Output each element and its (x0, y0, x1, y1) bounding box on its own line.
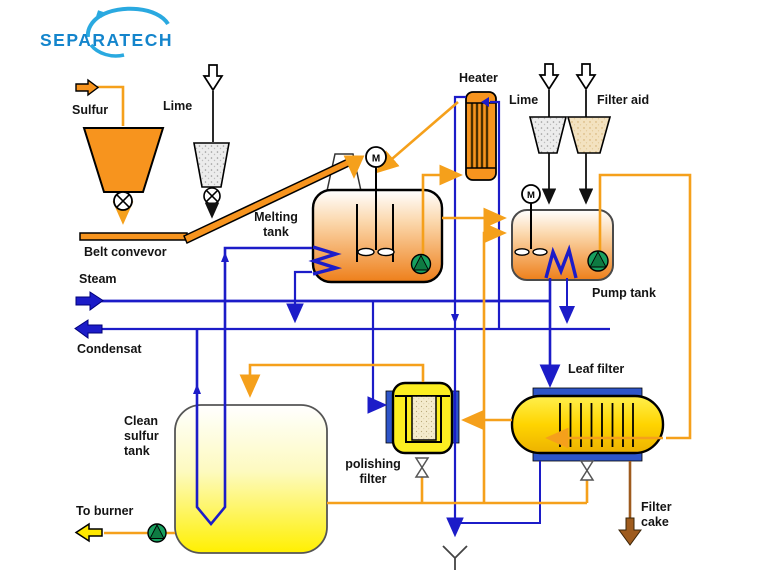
label-pump-tank: Pump tank (592, 286, 656, 300)
condensat-outlet-arrow-icon (74, 319, 103, 339)
label-polishing-filter: polishing filter (345, 457, 401, 486)
left-arrow-into-heater (481, 97, 489, 107)
label-belt-conveyor: Belt convevor (84, 245, 167, 259)
label-condensat: Condensat (77, 342, 142, 356)
pump-tank-pump-icon (587, 250, 609, 272)
heater (465, 91, 497, 181)
pump-tank-agitator: M (514, 184, 548, 256)
blue-flow-arrowheads (193, 97, 489, 394)
heater-steam-riser (490, 100, 501, 329)
label-to-burner: To burner (76, 504, 134, 518)
motor-label: M (527, 190, 535, 201)
label-steam: Steam (79, 272, 117, 286)
product-pipes (97, 85, 692, 535)
leaf-filter-drain-blue (455, 461, 541, 524)
filter-aid-feed-arrow-icon (575, 63, 597, 91)
sulfur-feed-line (97, 85, 125, 126)
to-burner-arrow-icon (74, 522, 103, 543)
polishing-drain-valve-icon (414, 457, 430, 478)
motor-icon (521, 184, 541, 204)
lime-feed-arrow-icon (538, 63, 560, 91)
label-leaf-filter: Leaf filter (568, 362, 625, 376)
steam-inlet-arrow-icon (75, 291, 104, 311)
lime-hopper-left (193, 91, 230, 219)
drain-funnel-icon (442, 545, 468, 570)
up-arrow (221, 252, 229, 262)
logo-separatech: SEPARATECH (40, 30, 173, 50)
clean-tank-coil-pipe (195, 246, 312, 527)
melting-coil-return (286, 270, 312, 324)
motor-label: M (372, 154, 380, 165)
steam-to-polishing (367, 301, 388, 414)
clean-sulfur-tank (174, 404, 328, 554)
heater-condensate-line (446, 95, 466, 538)
down-arrow (451, 314, 459, 324)
label-lime-right: Lime (509, 93, 539, 107)
pump-tank-coil (544, 244, 578, 279)
melting-tank-pump-icon (410, 253, 432, 275)
filter-cake-arrow-icon (618, 517, 642, 546)
up-arrow (193, 384, 201, 394)
steam-condensate-pipes (100, 95, 610, 538)
sulfur-inlet-arrow-icon (75, 78, 100, 97)
lime-hopper-right (528, 90, 568, 205)
label-filter-aid: Filter aid (597, 93, 650, 107)
melting-tank (311, 188, 444, 284)
melting-tank-agitator: M (356, 146, 395, 262)
polishing-filter (385, 381, 460, 455)
label-sulfur: Sulfur (72, 103, 109, 117)
leaf-filter (510, 387, 665, 462)
sulfur-hopper (82, 127, 165, 211)
heater-to-melting (375, 101, 459, 174)
label-melting-tank: Melting tank (254, 210, 298, 239)
pump-to-leaf-filter (598, 173, 692, 440)
melting-to-heater (421, 164, 463, 257)
label-heater: Heater (459, 71, 498, 85)
logo-swoosh-icon (85, 6, 170, 58)
leaf-drain-valve-icon (579, 460, 595, 481)
lime-feed-arrow-icon (202, 64, 224, 92)
polishing-to-clean-tank (239, 363, 425, 398)
motor-icon (365, 146, 387, 168)
burner-pump-icon (147, 523, 167, 543)
filter-aid-hopper (566, 90, 612, 205)
label-clean-sulfur-tank: Clean sulfur tank (124, 414, 159, 458)
recycle-to-pump-tank (482, 222, 507, 502)
feed-arrows (202, 63, 597, 92)
melting-tank-coil (308, 245, 343, 276)
label-lime-left: Lime (163, 99, 193, 113)
label-filter-cake: Filter cake (641, 500, 672, 529)
